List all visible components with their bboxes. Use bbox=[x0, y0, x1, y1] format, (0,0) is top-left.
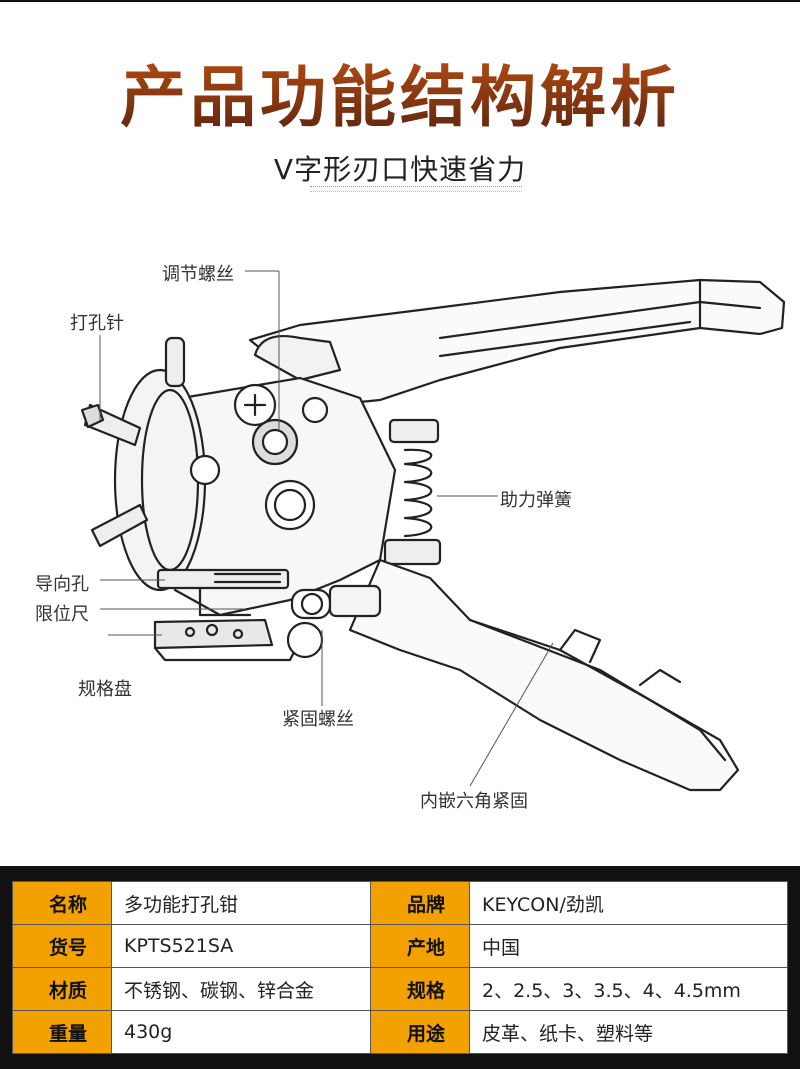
spec-value: 2、2.5、3、3.5、4、4.5mm bbox=[469, 967, 788, 1011]
page-subtitle: V字形刃口快速省力 bbox=[273, 153, 527, 186]
spec-value: 430g bbox=[111, 1010, 371, 1054]
page-title: 产品功能结构解析 bbox=[0, 58, 800, 138]
spec-value: KEYCON/劲凯 bbox=[469, 881, 788, 925]
table-row: 重量 430g 用途 皮革、纸卡、塑料等 bbox=[12, 1010, 788, 1054]
spec-key: 品牌 bbox=[370, 881, 470, 925]
table-row: 名称 多功能打孔钳 品牌 KEYCON/劲凯 bbox=[12, 881, 788, 925]
callout-limit-ruler: 限位尺 bbox=[35, 604, 89, 625]
spec-key: 重量 bbox=[12, 1010, 112, 1054]
spec-key: 名称 bbox=[12, 881, 112, 925]
callout-spring: 助力弹簧 bbox=[500, 490, 572, 511]
callout-punch-pin: 打孔针 bbox=[70, 313, 124, 334]
spec-value: 不锈钢、碳钢、锌合金 bbox=[111, 967, 371, 1011]
callout-guide-hole: 导向孔 bbox=[35, 574, 89, 595]
spec-table: 名称 多功能打孔钳 品牌 KEYCON/劲凯 货号 KPTS521SA 产地 中… bbox=[12, 881, 788, 1054]
callout-size-disc: 规格盘 bbox=[78, 679, 132, 700]
callout-adjust-screw: 调节螺丝 bbox=[162, 264, 234, 285]
spec-value: KPTS521SA bbox=[111, 924, 371, 968]
table-row: 货号 KPTS521SA 产地 中国 bbox=[12, 924, 788, 968]
table-row: 材质 不锈钢、碳钢、锌合金 规格 2、2.5、3、3.5、4、4.5mm bbox=[12, 967, 788, 1011]
spec-value: 多功能打孔钳 bbox=[111, 881, 371, 925]
spec-key: 规格 bbox=[370, 967, 470, 1011]
spec-key: 货号 bbox=[12, 924, 112, 968]
decorative-divider bbox=[310, 186, 522, 192]
top-divider bbox=[0, 0, 800, 2]
plier-illustration bbox=[80, 270, 786, 792]
spec-value: 皮革、纸卡、塑料等 bbox=[469, 1010, 788, 1054]
spec-key: 用途 bbox=[370, 1010, 470, 1054]
spec-key: 材质 bbox=[12, 967, 112, 1011]
spec-key: 产地 bbox=[370, 924, 470, 968]
callout-fasten-screw: 紧固螺丝 bbox=[282, 709, 354, 730]
spec-value: 中国 bbox=[469, 924, 788, 968]
spec-table-frame: 名称 多功能打孔钳 品牌 KEYCON/劲凯 货号 KPTS521SA 产地 中… bbox=[0, 866, 800, 1069]
callout-hex-fixed: 内嵌六角紧固 bbox=[420, 791, 528, 812]
